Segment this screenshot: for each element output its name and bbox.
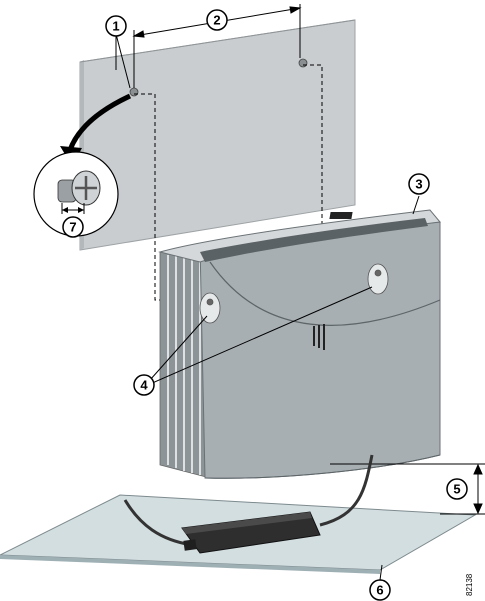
figure-id: 82138 <box>465 573 474 596</box>
height-dimension <box>330 463 485 515</box>
callout-4: 4 <box>133 374 155 396</box>
callout-6-label: 6 <box>376 583 383 598</box>
power-adapter-icon <box>123 454 374 554</box>
keyhole-slot-icon <box>199 263 389 324</box>
screw-detail <box>33 151 119 237</box>
callout-4-label: 4 <box>140 378 148 393</box>
callout-7-label: 7 <box>69 220 76 235</box>
router-device <box>158 209 441 479</box>
wall-panel <box>79 19 356 251</box>
callout-3-label: 3 <box>415 177 422 192</box>
callout-1-label: 1 <box>112 19 119 34</box>
callout-1: 1 <box>105 15 127 37</box>
callout-5-label: 5 <box>453 482 460 497</box>
callout-2: 2 <box>206 9 228 31</box>
callout-2-label: 2 <box>213 13 220 28</box>
callout-6: 6 <box>369 579 391 601</box>
callout-5: 5 <box>446 478 468 500</box>
callout-3: 3 <box>408 173 430 195</box>
callout-7: 7 <box>62 216 84 238</box>
